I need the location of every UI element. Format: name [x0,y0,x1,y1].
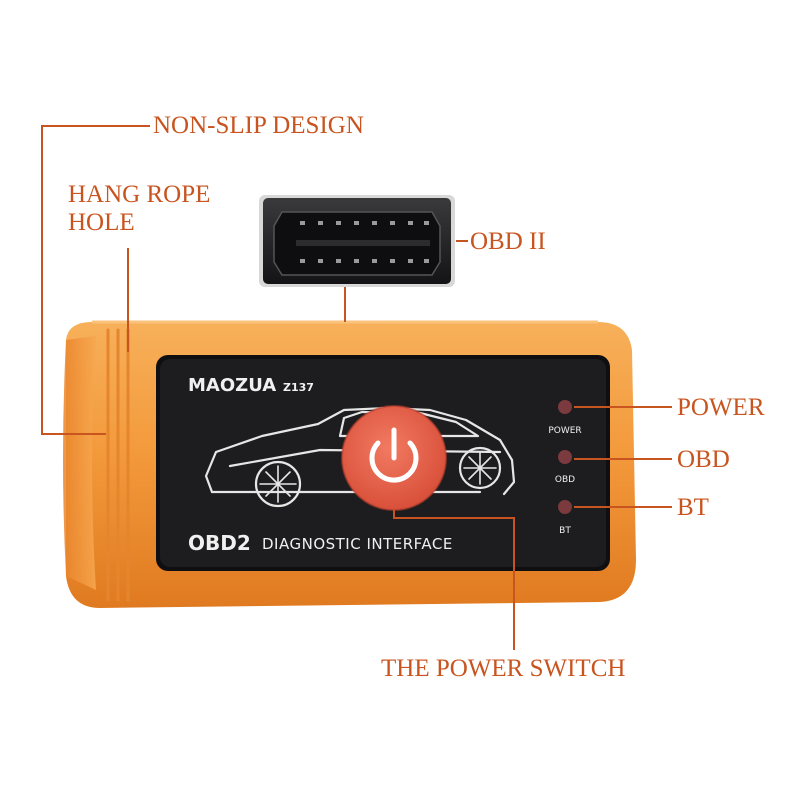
led-obd-label: OBD [555,475,575,485]
callout-non-slip-design: NON-SLIP DESIGN [153,112,364,139]
callout-power: POWER [677,394,765,421]
callout-bt: BT [677,494,709,521]
diagnostic-interface-label: DIAGNOSTIC INTERFACE [262,535,453,553]
led-power-label: POWER [548,426,581,436]
led-bt-indicator [558,500,572,514]
power-icon [369,427,419,483]
callout-hang-rope-line1: HANG ROPE [68,181,211,208]
callout-power-switch: THE POWER SWITCH [381,655,626,682]
leader-lines [41,125,672,650]
grip-ribs [106,328,130,602]
model-label: Z137 [283,381,314,394]
obd2-connector-image [259,195,455,287]
power-button[interactable] [341,405,447,511]
led-power-indicator [558,400,572,414]
callout-obd: OBD [677,446,730,473]
led-bt-label: BT [559,526,571,536]
brand-label: MAOZUA [188,375,276,396]
callout-hang-rope-line2: HOLE [68,209,135,236]
callout-obd2-port: OBD II [470,228,546,255]
obd2-device-label: OBD2 [188,531,251,555]
led-obd-indicator [558,450,572,464]
